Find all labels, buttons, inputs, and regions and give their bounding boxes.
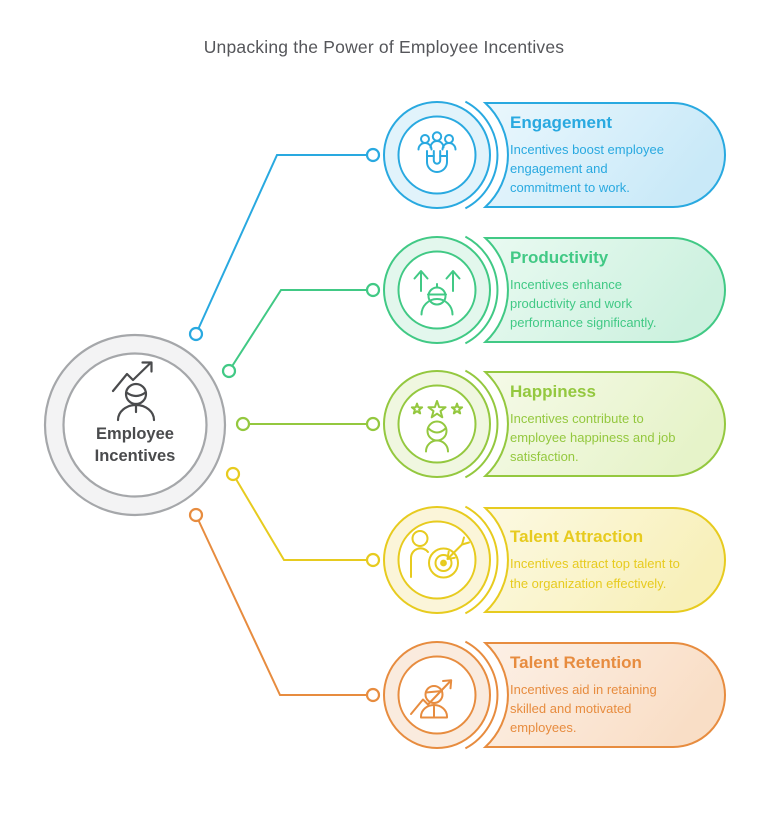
card-deco-arc [464,235,499,345]
connector-line [232,473,373,561]
connector-happiness [235,416,381,432]
card-pill [482,642,726,748]
connector-engagement [188,147,381,342]
person-target-dart-icon [410,530,470,579]
magnet-people-icon [417,131,457,173]
hub-employee-incentives [43,333,227,517]
connector-start-dot [188,326,204,342]
connector-line [195,514,373,696]
card-description: Incentives attract top talent to the org… [510,556,680,591]
card-deco-arc [464,505,499,615]
card-description: Incentives boost employee engagement and… [510,141,664,196]
connector-line [195,154,373,335]
connector-start-dot [188,507,204,523]
card-title: Talent Retention [510,652,642,672]
card-title: Productivity [510,247,609,267]
card-happiness [383,369,726,479]
card-talent-retention [383,640,726,750]
connector-talent-retention [188,507,381,703]
card-deco-arc [464,369,499,479]
card-deco-arc [464,640,499,750]
page-title: Unpacking the Power of Employee Incentiv… [203,37,565,57]
card-icon-inner-circle [397,250,477,330]
person-stars-icon [410,400,464,453]
card-title: Happiness [510,381,596,401]
card-pill [482,237,726,343]
connector-start-dot [225,466,241,482]
connector-end-dot [365,416,381,432]
card-text-talent-attraction: Talent Attraction Incentives attract top… [510,508,710,612]
connector-line [228,289,373,372]
card-description: Incentives aid in retaining skilled and … [510,681,657,736]
card-text-engagement: Engagement Incentives boost employee eng… [510,103,710,207]
person-rising-arrow-icon [410,679,453,719]
connector-productivity [221,282,381,379]
card-title: Talent Attraction [510,527,644,547]
card-description: Incentives enhance productivity and work… [510,276,657,331]
connector-start-dot [235,416,251,432]
card-text-talent-retention: Talent Retention Incentives aid in retai… [510,643,710,747]
connector-end-dot [365,282,381,298]
card-deco-arc [464,100,499,210]
card-text-productivity: Productivity Incentives enhance producti… [510,238,710,342]
worker-arrows-up-icon [413,270,461,316]
card-icon-inner-circle [397,115,477,195]
card-description: Incentives contribute to employee happin… [510,410,676,465]
card-pill [482,507,726,613]
hub-label: Employee Incentives [94,425,176,465]
hub-inner-circle [62,352,208,498]
card-pill [482,371,726,477]
connector-start-dot [221,363,237,379]
connector-end-dot [365,147,381,163]
card-text-happiness: Happiness Incentives contribute to emplo… [510,372,710,476]
card-pill [482,102,726,208]
connector-end-dot [365,687,381,703]
connector-talent-attraction [225,466,381,568]
card-productivity [383,235,726,345]
card-engagement [383,100,726,210]
card-talent-attraction [383,505,726,615]
card-title: Engagement [510,112,613,132]
card-icon-inner-circle [397,384,477,464]
connector-end-dot [365,552,381,568]
person-growth-chart-icon [111,361,156,422]
